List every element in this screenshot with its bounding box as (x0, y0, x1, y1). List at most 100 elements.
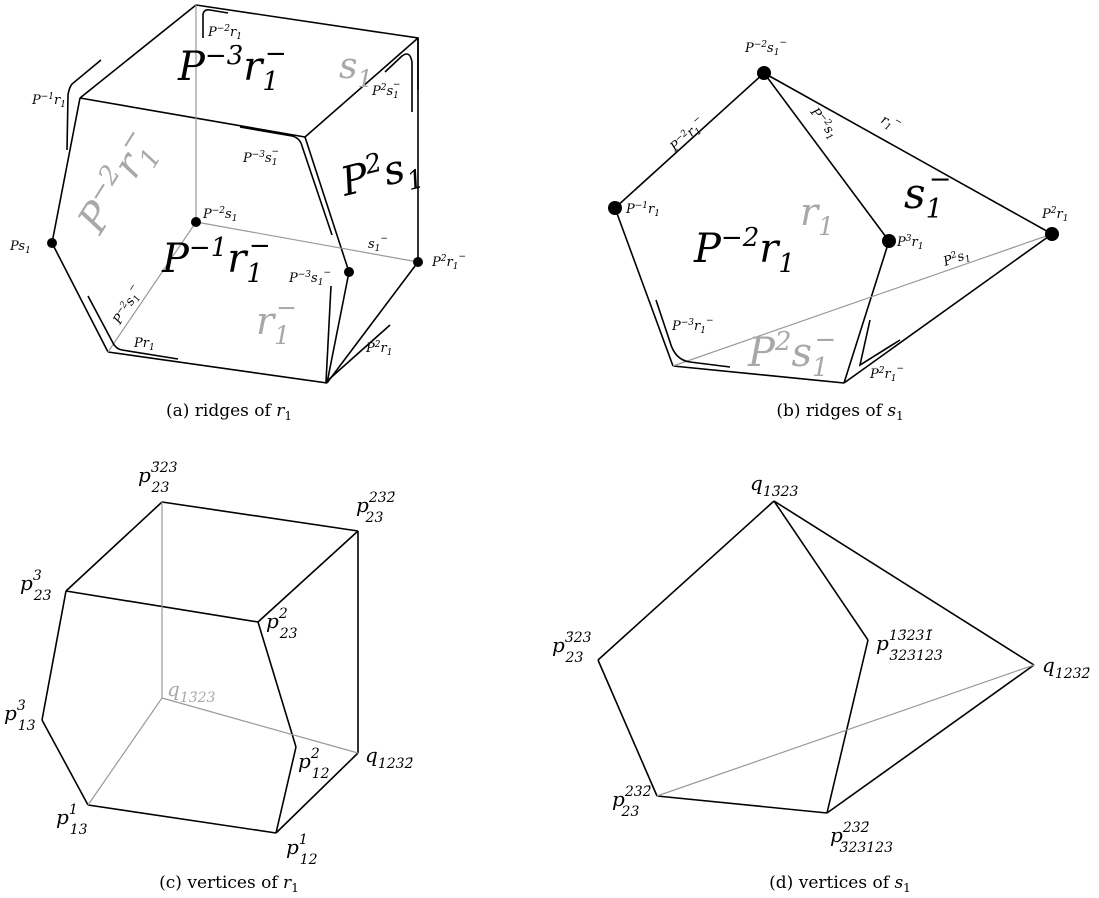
hidden-edge (107, 221, 197, 353)
vertex-label: P−1r1 (625, 201, 660, 219)
edge (275, 752, 359, 834)
face-label: P−2r1 (693, 223, 795, 279)
edge-label: r1− (877, 110, 904, 137)
edge-label: P2r1 (365, 340, 392, 358)
edge (656, 795, 828, 814)
edge (597, 659, 658, 797)
edge-label: P−1r1 (31, 92, 66, 110)
edge-label: s1− (368, 234, 388, 254)
vertex-label: P2r1− (431, 252, 466, 272)
edge (87, 804, 277, 834)
edge-label: P2s1− (371, 80, 400, 101)
caption: (a) ridges of r1 (166, 401, 292, 423)
edge-label: P−3r1− (671, 316, 714, 336)
edge (773, 500, 1035, 666)
vertex-label: p232̄3̄23123 (830, 820, 893, 856)
edge-label: P−2r1− (665, 114, 710, 157)
edge (763, 72, 1053, 235)
edge-label: P−2s1− (108, 282, 148, 329)
edge (326, 261, 419, 384)
hidden-edge (195, 221, 419, 263)
edge (826, 664, 1035, 814)
vertex-label: P−3s1− (288, 268, 331, 288)
hidden-edge (656, 664, 1035, 797)
ridge-mark (202, 9, 229, 38)
vertex-label: q1232̄ (1042, 653, 1091, 682)
edge (843, 240, 890, 384)
ridge-mark (384, 53, 413, 112)
edge (257, 530, 359, 623)
face-label: r1 (800, 190, 834, 241)
edge (763, 72, 890, 242)
vertex-dot (757, 66, 771, 80)
vertex-dot (608, 201, 622, 215)
face-label: P−3r1− (177, 39, 287, 97)
face-label: P2s1− (747, 325, 836, 383)
edge-label: P−2r1 (207, 24, 242, 42)
face-label: P2s1 (335, 139, 428, 213)
vertex-label: p232̄23 (356, 490, 396, 526)
hidden-edge (672, 233, 1053, 367)
edge-label: P−2s1 (805, 104, 841, 143)
panel-b: P−2s1− P−1r1 P3r1 P2r1 P−2r1− P−2s1 r1− … (608, 38, 1068, 423)
edge (597, 500, 775, 661)
face-label: s1− (904, 164, 951, 225)
edge (79, 97, 306, 138)
edge (614, 207, 674, 367)
edge (51, 97, 81, 244)
edge (79, 4, 197, 99)
edge (275, 746, 297, 834)
vertex-dot (413, 257, 423, 267)
edge (257, 621, 297, 748)
hidden-edge (161, 697, 359, 754)
ridge-mark (325, 285, 391, 384)
edge (161, 501, 359, 532)
face-label: P−2r1− (65, 122, 172, 246)
edge (826, 639, 869, 814)
edge (65, 501, 163, 592)
hidden-edge (87, 697, 163, 806)
vertex-label: q1232̄ (365, 743, 414, 772)
edge-label: P2r1− (869, 364, 904, 384)
face-label: r1− (256, 293, 297, 350)
caption: (b) ridges of s1 (776, 401, 903, 423)
vertex-dot (344, 267, 354, 277)
edge-label: P−3s1− (242, 147, 279, 168)
edge (41, 719, 89, 806)
vertex-label: Ps1 (9, 239, 31, 256)
edge (304, 136, 350, 273)
vertex-label: P−2s1− (744, 38, 787, 58)
face-label: s1 (339, 46, 373, 93)
vertex-dot (47, 238, 57, 248)
ridge-mark (655, 299, 731, 368)
edge (107, 351, 328, 384)
vertex-dot (882, 234, 896, 248)
vertex-label: P−2s1 (202, 206, 237, 224)
vertex-label: p13̄231̄3̄23123 (876, 628, 943, 664)
vertex-label: q13̄23 (750, 471, 799, 500)
face-label: P−1r1− (161, 231, 271, 289)
ridge-mark (858, 319, 901, 367)
edge-label: Pr1 (133, 336, 155, 353)
edge (304, 37, 419, 138)
caption: (d) vertices of s1 (769, 873, 911, 895)
vertex-label: P2r1 (1041, 206, 1068, 224)
vertex-dot (1045, 227, 1059, 241)
edge (843, 233, 1053, 384)
caption: (c) vertices of r1 (159, 873, 299, 895)
vertex-label: p232̄23 (612, 784, 652, 820)
edge (326, 271, 350, 384)
edge (51, 242, 109, 353)
ridge-mark (239, 126, 333, 236)
edge (773, 500, 869, 641)
edge (614, 72, 765, 209)
panel-a: P−2r1 P−1r1 P2s1− P−3s1− Ps1 P−2s1 s1− P… (9, 4, 466, 423)
